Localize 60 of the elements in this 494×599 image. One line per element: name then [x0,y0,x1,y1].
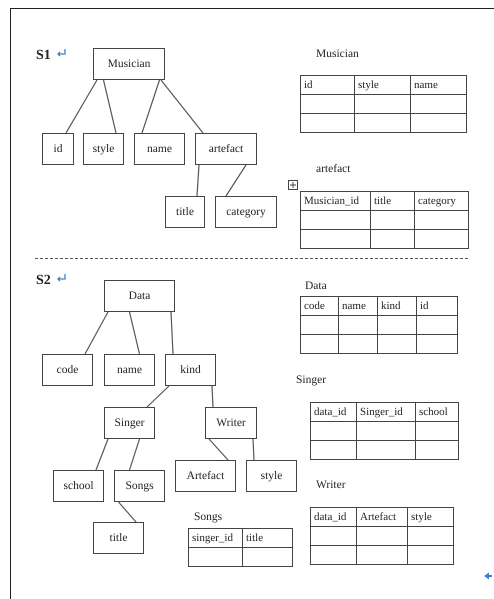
tree-node-box: kind [165,354,216,386]
column-header-cell: kind [378,296,416,316]
tree-node-box: title [165,196,205,228]
tree-node-box: Musician [93,48,165,80]
column-header-cell: name [338,296,378,316]
connector-line [102,80,117,134]
tree-node-box: Data [104,280,175,312]
connector-line [146,386,170,408]
connector-line [226,164,246,196]
connector-line [141,80,160,134]
connector-line [128,312,140,354]
table-title: Writer [316,479,346,491]
column-header-cell: name [410,76,466,94]
connector-line [95,438,109,470]
column-header-cell: id [300,76,354,94]
tree-node-box: Songs [114,470,165,502]
column-header-cell: style [354,76,410,94]
column-header-cell: style [408,508,454,526]
connector-line [170,312,174,354]
connector-line [252,438,255,460]
tree-node-box: category [215,196,277,228]
tree-node-box: style [246,460,297,492]
column-header-cell: Singer_id [356,402,416,422]
tree-node-box: artefact [195,133,257,165]
tree-node-box: school [53,470,104,502]
column-header-cell: category [414,192,468,210]
column-header-cell: singer_id [188,528,242,548]
tree-node-box: id [42,133,74,165]
column-header-cell: id [416,296,458,316]
connector-line [208,438,228,460]
connector-line [160,80,204,134]
column-header-cell: Artefact [356,508,408,526]
column-header-cell: Musician_id [300,192,370,210]
connector-line [128,438,140,470]
connector-line [84,312,109,354]
column-header-cell: title [370,192,414,210]
column-header-cell: data_id [310,402,356,422]
tree-node-box: name [134,133,185,165]
tree-node-box: code [42,354,93,386]
table-title: Musician [316,48,359,60]
tree-node-box: Artefact [175,460,236,492]
tree-node-box: title [93,522,144,554]
table-title: Songs [194,511,222,523]
tree-node-box: Writer [205,407,257,439]
column-header-cell: code [300,296,338,316]
column-header-cell: title [242,528,292,548]
tree-node-box: style [83,133,124,165]
tree-node-box: Singer [104,407,155,439]
section-heading: S2 [36,273,51,289]
connector-line [65,80,98,134]
connector-line [118,502,136,522]
section-heading: S1 [36,48,51,64]
table-title: Singer [296,374,326,386]
connector-line [196,164,200,196]
table-title: artefact [316,163,350,175]
tree-node-box: name [104,354,155,386]
table-title: Data [305,280,327,292]
column-header-cell: data_id [310,508,356,526]
column-header-cell: school [416,402,458,422]
connector-line [211,386,214,408]
